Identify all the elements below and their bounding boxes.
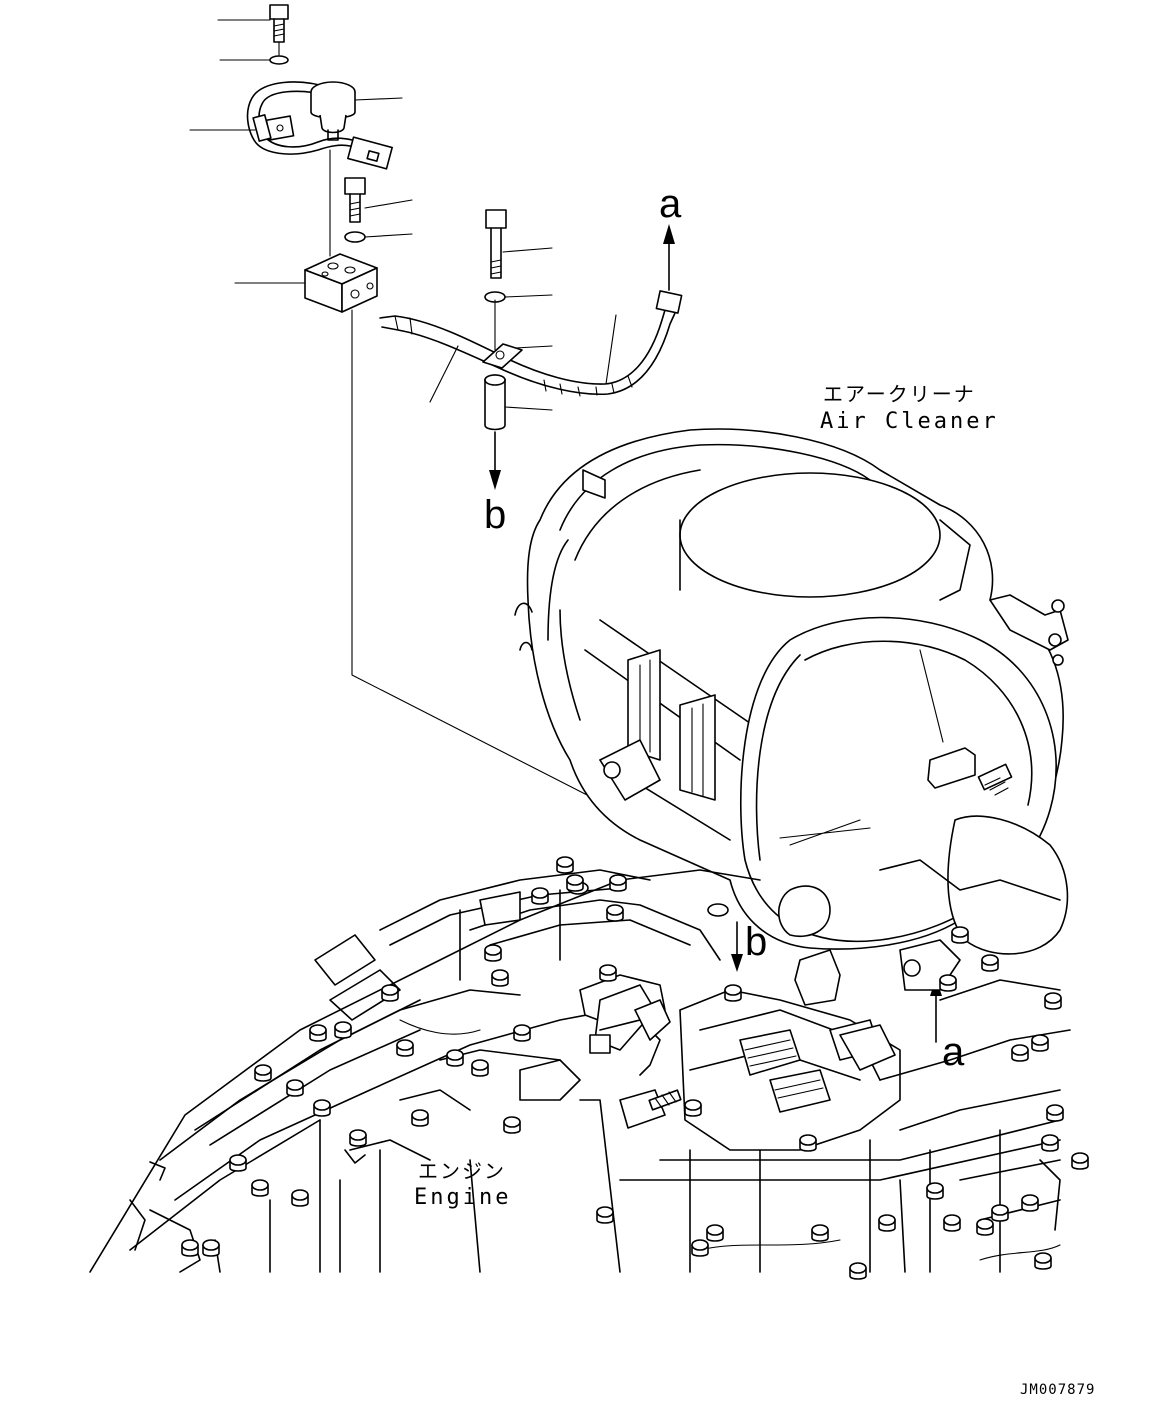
engine-bolt-head [484, 944, 502, 962]
drawing-code: JM007879 [1020, 1382, 1095, 1398]
engine-bolt-head [471, 1059, 489, 1077]
engine-bolt-head [991, 1204, 1009, 1222]
bolt-middle [344, 177, 366, 223]
engine-bolt-head [596, 1206, 614, 1224]
bolt-top [269, 4, 289, 43]
engine-label-jp: エンジン [418, 1159, 506, 1183]
engine-bolt-head [609, 874, 627, 892]
engine-bolt-head [691, 1239, 709, 1257]
pressure-switch-assembly [246, 81, 393, 170]
engine-bolt-head [1046, 1104, 1064, 1122]
engine-bolt-head [599, 964, 617, 982]
hose-assembly [379, 290, 683, 397]
engine-bolt-head [943, 1214, 961, 1232]
leader-lines [189, 19, 641, 823]
engine-bolt-head [309, 1024, 327, 1042]
engine-bolt-head [1034, 1252, 1052, 1270]
engine-bolt-head [531, 887, 549, 905]
washer-middle [344, 231, 366, 243]
callout-a-top: a [659, 182, 682, 226]
engine-bolts [181, 856, 1089, 1280]
arrow-a-up [663, 224, 675, 291]
engine-bolt-head [229, 1154, 247, 1172]
engine-bolt-head [706, 1224, 724, 1242]
engine-bolt-head [724, 984, 742, 1002]
callout-b-bottom: b [745, 920, 767, 964]
engine-bolt-head [1011, 1044, 1029, 1062]
exploded-parts [189, 4, 942, 1043]
text-labels: エアークリーナ Air Cleaner エンジン Engine JM007879… [414, 182, 1095, 1398]
engine-bolt-head [1031, 1034, 1049, 1052]
engine-bolt-head [606, 904, 624, 922]
engine-bolt-head [878, 1214, 896, 1232]
engine-bolt-head [313, 1099, 331, 1117]
engine-bolt-head [976, 1218, 994, 1236]
air-cleaner [514, 428, 1069, 955]
engine-bolt-head [411, 1109, 429, 1127]
engine [89, 859, 1071, 1273]
spacer [484, 374, 506, 431]
engine-bolt-head [556, 856, 574, 874]
engine-bolt-head [939, 974, 957, 992]
engine-bolt-head [291, 1189, 309, 1207]
bolt-long [485, 209, 507, 279]
washer-top [269, 55, 289, 65]
engine-bolt-head [349, 1129, 367, 1147]
air-cleaner-label-jp: エアークリーナ [823, 382, 976, 406]
engine-bolt-head [811, 1224, 829, 1242]
engine-bolt-head [503, 1116, 521, 1134]
engine-bolt-head [849, 1262, 867, 1280]
engine-bolt-head [513, 1024, 531, 1042]
engine-bolt-head [251, 1179, 269, 1197]
engine-bolt-head [684, 1099, 702, 1117]
engine-bolt-head [951, 926, 969, 944]
engine-bolt-head [799, 1134, 817, 1152]
engine-bolt-head [446, 1049, 464, 1067]
engine-bolt-head [254, 1064, 272, 1082]
engine-bolt-head [334, 1021, 352, 1039]
engine-bolt-head [396, 1039, 414, 1057]
engine-bolt-head [181, 1239, 199, 1257]
engine-bolt-head [1041, 1134, 1059, 1152]
callout-a-bottom: a [942, 1030, 965, 1074]
engine-bolt-head [1044, 992, 1062, 1010]
engine-bolt-head [926, 1182, 944, 1200]
arrow-b-engine [731, 921, 743, 972]
engine-bolt-head [1021, 1194, 1039, 1212]
engine-bolt-head [491, 969, 509, 987]
arrow-b-down [489, 431, 501, 490]
engine-bolt-head [381, 984, 399, 1002]
engine-bolt-head [1071, 1152, 1089, 1170]
engine-bolt-head [981, 954, 999, 972]
callout-b-top: b [484, 493, 506, 537]
block [304, 253, 378, 313]
engine-bolt-head [202, 1239, 220, 1257]
engine-bolt-head [286, 1079, 304, 1097]
engine-label-en: Engine [414, 1185, 511, 1210]
engine-bolt-head [566, 874, 584, 892]
air-cleaner-label-en: Air Cleaner [820, 409, 999, 434]
